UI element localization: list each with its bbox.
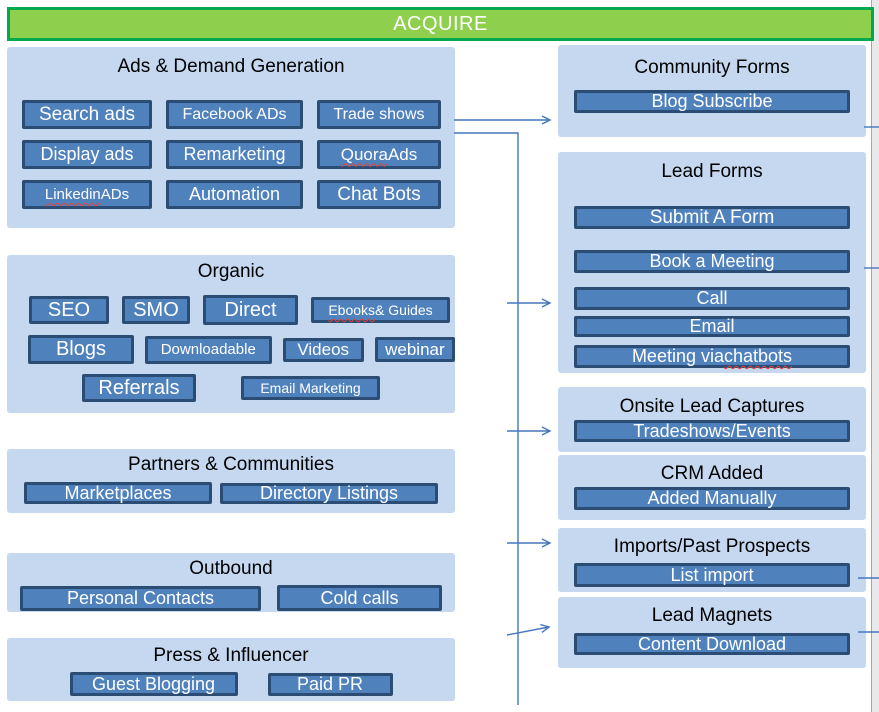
quora-ads-label-rest: Ads	[387, 144, 418, 164]
chat-bots-button[interactable]: Chat Bots	[317, 180, 441, 209]
cold-calls-button[interactable]: Cold calls	[277, 585, 442, 611]
panel-title: Outbound	[189, 558, 273, 579]
panel-title: Lead Forms	[661, 161, 763, 182]
acquire-banner: ACQUIRE	[7, 7, 874, 41]
paid-pr-button[interactable]: Paid PR	[267, 672, 393, 696]
ebooks-guides-label-rest: & Guides	[375, 302, 433, 318]
panel-crm-added: CRM Added Added Manually	[558, 455, 866, 520]
connector-trunk	[454, 132, 519, 705]
quora-ads-label: Quora	[340, 144, 388, 164]
trade-shows-button[interactable]: Trade shows	[317, 100, 441, 129]
panel-community-forms: Community Forms Blog Subscribe	[558, 45, 866, 137]
automation-button[interactable]: Automation	[166, 180, 303, 209]
panel-ads-demand-generation: Ads & Demand Generation Search ads Faceb…	[7, 47, 455, 228]
meeting-via-label: Meeting via	[631, 346, 724, 366]
panel-title: Community Forms	[634, 57, 790, 78]
call-button[interactable]: Call	[574, 287, 850, 310]
panel-onsite-lead-captures: Onsite Lead Captures Tradeshows/Events	[558, 387, 866, 452]
meeting-via-chatbots-button[interactable]: Meeting via chatbots	[574, 345, 850, 368]
panel-title: Press & Influencer	[153, 645, 309, 666]
webinar-button[interactable]: webinar	[374, 337, 455, 362]
personal-contacts-button[interactable]: Personal Contacts	[20, 585, 261, 611]
remarketing-button[interactable]: Remarketing	[166, 140, 303, 169]
panel-title: Ads & Demand Generation	[117, 56, 345, 77]
panel-title: CRM Added	[660, 463, 764, 484]
email-marketing-button[interactable]: Email Marketing	[241, 376, 380, 400]
ebooks-guides-button[interactable]: Ebooks & Guides	[311, 297, 450, 323]
email-button[interactable]: Email	[574, 316, 850, 337]
panel-lead-magnets: Lead Magnets Content Download	[558, 597, 866, 668]
panel-imports-past-prospects: Imports/Past Prospects List import	[558, 528, 866, 592]
linkedin-ads-button[interactable]: Linkedin ADs	[22, 180, 152, 209]
panel-title: Partners & Communities	[128, 454, 334, 475]
linkedin-ads-label: Linkedin	[44, 186, 101, 203]
added-manually-button[interactable]: Added Manually	[574, 487, 850, 510]
panel-outbound: Outbound Personal Contacts Cold calls	[7, 553, 455, 612]
panel-lead-forms: Lead Forms Submit A Form Book a Meeting …	[558, 152, 866, 373]
connector-trunk-to-lead-magnets	[506, 623, 551, 636]
chatbots-label: chatbots	[724, 346, 793, 366]
facebook-ads-button[interactable]: Facebook ADs	[166, 100, 303, 129]
blog-subscribe-button[interactable]: Blog Subscribe	[574, 90, 850, 113]
smo-button[interactable]: SMO	[122, 296, 190, 324]
linkedin-ads-label-rest: ADs	[100, 186, 130, 203]
panel-partners-communities: Partners & Communities Marketplaces Dire…	[7, 449, 455, 513]
ebooks-guides-label: Ebooks	[328, 302, 376, 318]
submit-a-form-button[interactable]: Submit A Form	[574, 206, 850, 229]
panel-title: Lead Magnets	[651, 605, 773, 626]
videos-button[interactable]: Videos	[282, 337, 364, 362]
display-ads-button[interactable]: Display ads	[22, 140, 152, 169]
blogs-button[interactable]: Blogs	[28, 335, 134, 364]
quora-ads-button[interactable]: Quora Ads	[317, 140, 441, 169]
panel-title: Organic	[197, 261, 265, 282]
directory-listings-button[interactable]: Directory Listings	[220, 482, 438, 504]
marketplaces-button[interactable]: Marketplaces	[24, 482, 212, 504]
right-edge-strip	[871, 0, 879, 712]
direct-button[interactable]: Direct	[203, 295, 298, 325]
referrals-button[interactable]: Referrals	[82, 374, 196, 402]
downloadable-button[interactable]: Downloadable	[144, 335, 272, 364]
panel-organic: Organic SEO SMO Direct Ebooks & Guides B…	[7, 255, 455, 413]
content-download-button[interactable]: Content Download	[574, 633, 850, 655]
panel-title: Imports/Past Prospects	[613, 536, 811, 557]
book-a-meeting-button[interactable]: Book a Meeting	[574, 250, 850, 273]
list-import-button[interactable]: List import	[574, 563, 850, 587]
panel-title: Onsite Lead Captures	[619, 396, 805, 417]
search-ads-button[interactable]: Search ads	[22, 100, 152, 129]
panel-press-influencer: Press & Influencer Guest Blogging Paid P…	[7, 638, 455, 701]
tradeshows-events-button[interactable]: Tradeshows/Events	[574, 420, 850, 442]
guest-blogging-button[interactable]: Guest Blogging	[69, 672, 238, 696]
seo-button[interactable]: SEO	[29, 296, 109, 324]
acquire-banner-label: ACQUIRE	[393, 12, 488, 35]
